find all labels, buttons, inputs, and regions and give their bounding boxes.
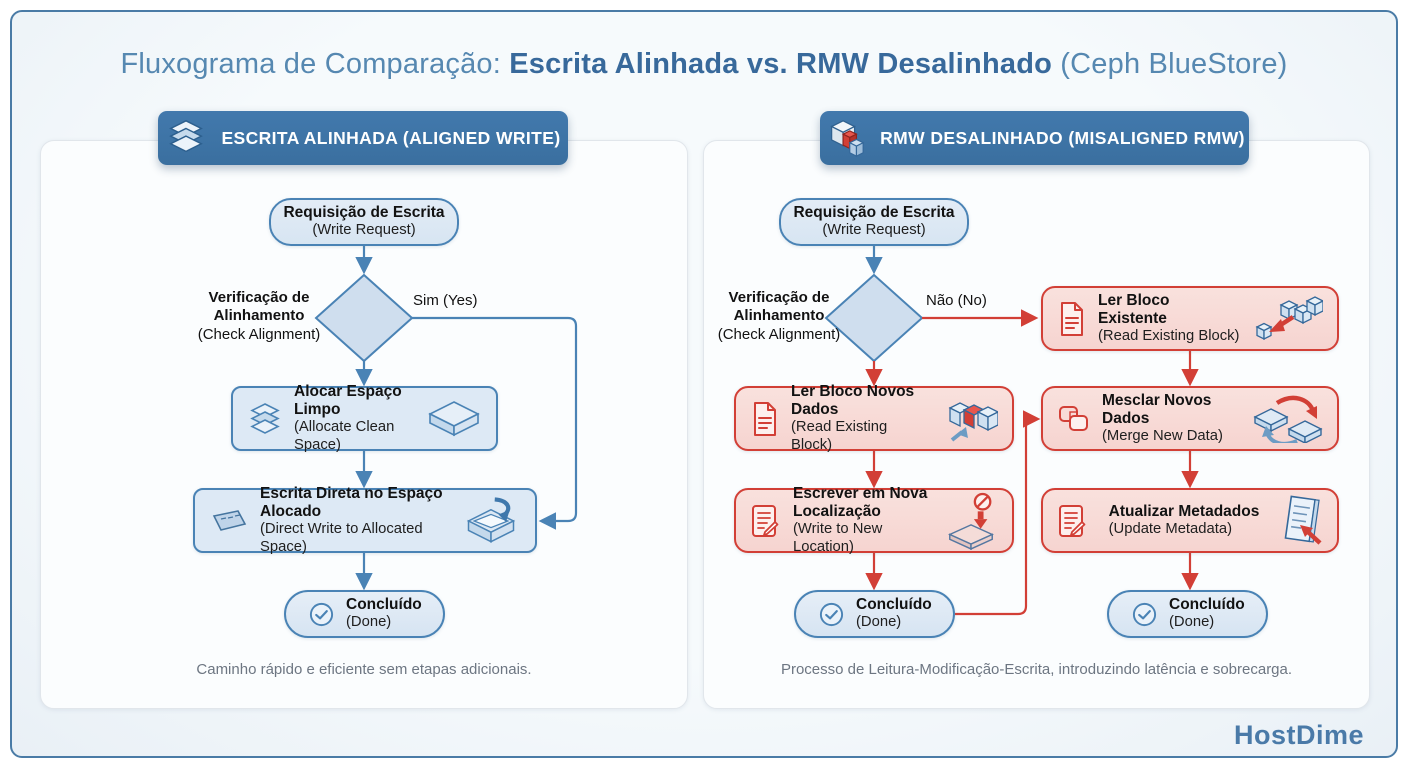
title-prefix: Fluxograma de Comparação: (120, 48, 510, 80)
node-title: Escrever em Nova Localização (793, 485, 928, 521)
read-new-data-node: Ler Bloco Novos Dados (Read Existing Blo… (734, 383, 1014, 453)
title-suffix: (Ceph BlueStore) (1052, 48, 1288, 80)
node-title: Ler Bloco Novos Dados (791, 383, 915, 419)
rmw-decision-label: Verificação de Alinhamento (Check Alignm… (717, 289, 841, 343)
node-subtitle: (Direct Write to Allocated Space) (260, 521, 423, 555)
allocate-clean-space-node: Alocar Espaço Limpo (Allocate Clean Spac… (231, 383, 498, 453)
rmw-done-right-node: Concluído (Done) (1107, 590, 1268, 638)
node-title: Alocar Espaço Limpo (294, 383, 402, 419)
check-circle-icon (819, 602, 844, 626)
node-subtitle: (Write to New Location) (793, 521, 883, 555)
aligned-decision-label: Verificação de Alinhamento (Check Alignm… (197, 289, 321, 343)
block-pull-icon (1255, 295, 1323, 340)
node-title: Ler Bloco Existente (1098, 291, 1170, 327)
node-title: Requisição de Escrita (793, 204, 955, 222)
block-highlight-icon (948, 401, 998, 442)
node-subtitle: (Write Request) (312, 222, 416, 239)
write-block-denied-icon (948, 492, 994, 550)
node-title: Concluído (346, 596, 422, 614)
node-title: Requisição de Escrita (283, 204, 445, 222)
rmw-done-left-node: Concluído (Done) (794, 590, 955, 638)
hostdime-logo: HostDime (1233, 720, 1364, 750)
layers-stack-icon (250, 402, 280, 434)
node-subtitle: (Done) (856, 614, 902, 631)
no-edge-label: Não (No) (926, 292, 987, 309)
metadata-page-icon (1284, 495, 1322, 545)
header-label: RMW DESALINHADO (MISALIGNED RMW) (880, 127, 1245, 148)
node-subtitle: (Merge New Data) (1102, 427, 1223, 444)
rmw-write-request-node: Requisição de Escrita (Write Request) (779, 198, 969, 246)
aligned-write-panel: Requisição de Escrita (Write Request) Ve… (40, 140, 688, 709)
page-title: Fluxograma de Comparação: Escrita Alinha… (0, 48, 1408, 81)
check-circle-icon (309, 602, 334, 626)
node-title: Escrita Direta no Espaço Alocado (260, 485, 443, 521)
document-icon (754, 401, 776, 436)
header-label: ESCRITA ALINHADA (ALIGNED WRITE) (221, 127, 561, 148)
document-edit-icon (752, 504, 779, 537)
direct-write-node: Escrita Direta no Espaço Alocado (Direct… (193, 485, 537, 555)
node-title: Mesclar Novos Dados (1102, 391, 1212, 427)
update-metadata-node: Atualizar Metadados (Update Metadata) (1041, 488, 1339, 553)
rmw-caption: Processo de Leitura-Modificação-Escrita,… (780, 661, 1293, 678)
rmw-blocks-icon (830, 120, 865, 158)
merge-new-data-node: Mesclar Novos Dados (Merge New Data) (1041, 386, 1339, 451)
document-edit-icon (1059, 504, 1086, 537)
node-subtitle: (Done) (1169, 614, 1215, 631)
node-subtitle: (Write Request) (822, 222, 926, 239)
overlap-squares-icon (1059, 405, 1088, 431)
misaligned-rmw-panel: Requisição de Escrita (Write Request) Ve… (703, 140, 1370, 709)
title-main: Escrita Alinhada vs. RMW Desalinhado (509, 48, 1053, 80)
yes-edge-label: Sim (Yes) (413, 292, 478, 309)
write-into-box-icon (466, 496, 516, 543)
data-wave-icon (212, 509, 247, 531)
node-subtitle: (Done) (346, 614, 392, 631)
node-title: Atualizar Metadados (1108, 502, 1260, 520)
aligned-write-request-node: Requisição de Escrita (Write Request) (269, 198, 459, 246)
node-subtitle: (Read Existing Block) (791, 419, 888, 453)
document-icon (1061, 301, 1083, 336)
node-subtitle: (Read Existing Block) (1098, 327, 1240, 344)
aligned-caption: Caminho rápido e eficiente sem etapas ad… (196, 661, 532, 678)
read-existing-block-node: Ler Bloco Existente (Read Existing Block… (1041, 286, 1339, 351)
write-new-location-node: Escrever em Nova Localização (Write to N… (734, 485, 1014, 555)
node-title: Concluído (1169, 596, 1245, 614)
merge-swap-icon (1253, 395, 1323, 443)
misaligned-rmw-header: RMW DESALINHADO (MISALIGNED RMW) (820, 111, 1249, 165)
node-subtitle: (Allocate Clean Space) (294, 419, 395, 453)
aligned-done-node: Concluído (Done) (284, 590, 445, 638)
check-circle-icon (1132, 602, 1157, 626)
clean-slab-icon (428, 400, 480, 436)
node-title: Concluído (856, 596, 932, 614)
layers-stack-icon (169, 120, 204, 153)
aligned-write-header: ESCRITA ALINHADA (ALIGNED WRITE) (158, 111, 568, 165)
node-subtitle: (Update Metadata) (1108, 520, 1232, 537)
